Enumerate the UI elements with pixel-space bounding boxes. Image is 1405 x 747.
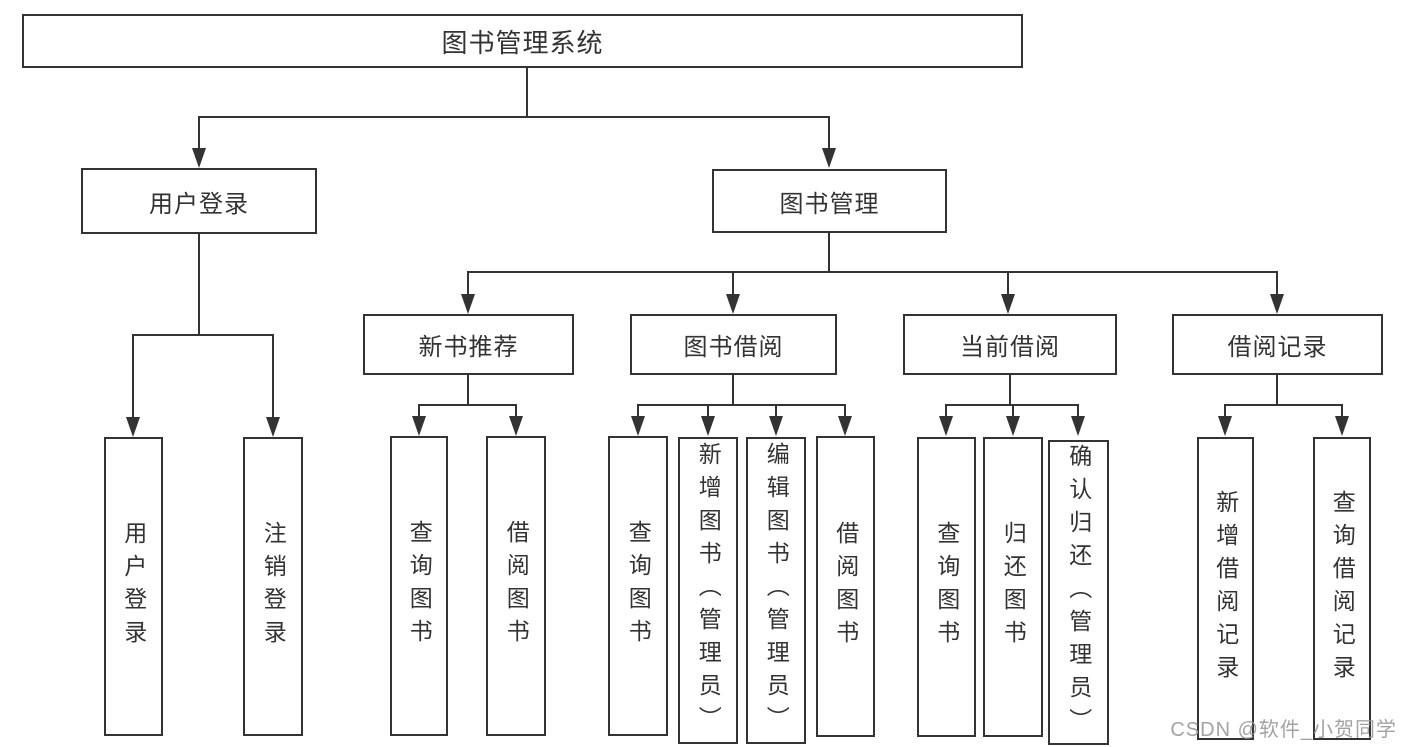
connector-hline — [467, 271, 1278, 273]
node-book-management: 图书管理 — [712, 169, 947, 233]
arrow-down-icon — [509, 416, 523, 436]
node-new-book-recommend: 新书推荐 — [363, 314, 574, 375]
leaf-borrow-books-borrow: 借阅图书 — [816, 436, 875, 737]
connector-vline — [1276, 375, 1278, 405]
arrow-down-icon — [1270, 294, 1284, 314]
connector-vline — [828, 117, 830, 148]
connector-vline — [515, 405, 517, 416]
connector-vline — [828, 233, 830, 272]
arrow-down-icon — [126, 417, 140, 437]
arrow-down-icon — [838, 416, 852, 436]
arrow-down-icon — [1335, 416, 1349, 436]
connector-vline — [844, 405, 846, 416]
connector-hline — [418, 404, 517, 406]
leaf-label: 编辑图书（管理员） — [763, 442, 790, 739]
connector-vline — [1276, 272, 1278, 294]
leaf-label: 查询图书 — [625, 520, 652, 652]
node-borrow-records: 借阅记录 — [1172, 314, 1383, 375]
connector-vline — [1341, 405, 1343, 416]
csdn-watermark: CSDN @软件_小贺同学 — [1170, 719, 1397, 741]
arrow-down-icon — [769, 416, 783, 436]
connector-vline — [526, 68, 528, 117]
connector-vline — [1224, 405, 1226, 416]
connector-vline — [1012, 405, 1014, 416]
node-root: 图书管理系统 — [22, 14, 1023, 68]
leaf-add-book-admin: 新增图书（管理员） — [678, 437, 738, 744]
node-user-login: 用户登录 — [81, 168, 317, 234]
arrow-down-icon — [1006, 416, 1020, 436]
leaf-borrow-books-recommend: 借阅图书 — [486, 436, 546, 736]
leaf-query-borrow-record: 查询借阅记录 — [1313, 437, 1371, 740]
connector-vline — [467, 272, 469, 294]
connector-vline — [418, 405, 420, 416]
arrow-down-icon — [412, 416, 426, 436]
leaf-return-book: 归还图书 — [983, 437, 1043, 737]
arrow-down-icon — [266, 417, 280, 437]
leaf-query-books-current: 查询图书 — [917, 437, 976, 737]
connector-hline — [637, 404, 846, 406]
connector-vline — [1077, 405, 1079, 416]
arrow-down-icon — [701, 416, 715, 436]
connector-vline — [707, 405, 709, 416]
connector-vline — [272, 335, 274, 417]
connector-hline — [198, 116, 830, 118]
leaf-confirm-return-admin: 确认归还（管理员） — [1048, 440, 1109, 745]
arrow-down-icon — [1001, 294, 1015, 314]
connector-vline — [637, 405, 639, 416]
leaf-add-borrow-record: 新增借阅记录 — [1197, 437, 1254, 740]
arrow-down-icon — [822, 148, 836, 168]
leaf-label: 确认归还（管理员） — [1065, 444, 1092, 741]
leaf-label: 查询图书 — [933, 521, 960, 653]
arrow-down-icon — [461, 294, 475, 314]
leaf-edit-book-admin: 编辑图书（管理员） — [746, 437, 806, 744]
arrow-down-icon — [726, 294, 740, 314]
leaf-label: 查询图书 — [406, 520, 433, 652]
leaf-label: 查询借阅记录 — [1329, 489, 1356, 688]
arrow-down-icon — [1071, 416, 1085, 436]
leaf-query-books-borrow: 查询图书 — [608, 436, 668, 736]
leaf-label: 用户登录 — [120, 520, 147, 653]
connector-vline — [132, 335, 134, 417]
connector-vline — [775, 405, 777, 416]
leaf-user-login: 用户登录 — [104, 437, 163, 736]
connector-vline — [1007, 272, 1009, 294]
connector-vline — [467, 375, 469, 405]
connector-vline — [198, 234, 200, 335]
leaf-logout: 注销登录 — [243, 437, 303, 736]
connector-vline — [732, 375, 734, 405]
arrow-down-icon — [939, 416, 953, 436]
leaf-label: 新增借阅记录 — [1212, 489, 1239, 688]
leaf-query-books-recommend: 查询图书 — [390, 436, 448, 736]
node-book-borrow: 图书借阅 — [630, 314, 837, 375]
arrow-down-icon — [631, 416, 645, 436]
connector-hline — [1224, 404, 1343, 406]
connector-vline — [732, 272, 734, 294]
connector-vline — [945, 405, 947, 416]
leaf-label: 注销登录 — [260, 520, 287, 653]
leaf-label: 归还图书 — [1000, 521, 1027, 653]
connector-vline — [198, 117, 200, 148]
leaf-label: 借阅图书 — [832, 520, 859, 653]
arrow-down-icon — [192, 148, 206, 168]
connector-vline — [1009, 375, 1011, 405]
arrow-down-icon — [1218, 416, 1232, 436]
leaf-label: 新增图书（管理员） — [695, 442, 722, 739]
connector-hline — [132, 334, 274, 336]
leaf-label: 借阅图书 — [503, 520, 530, 652]
node-current-borrow: 当前借阅 — [903, 314, 1117, 375]
